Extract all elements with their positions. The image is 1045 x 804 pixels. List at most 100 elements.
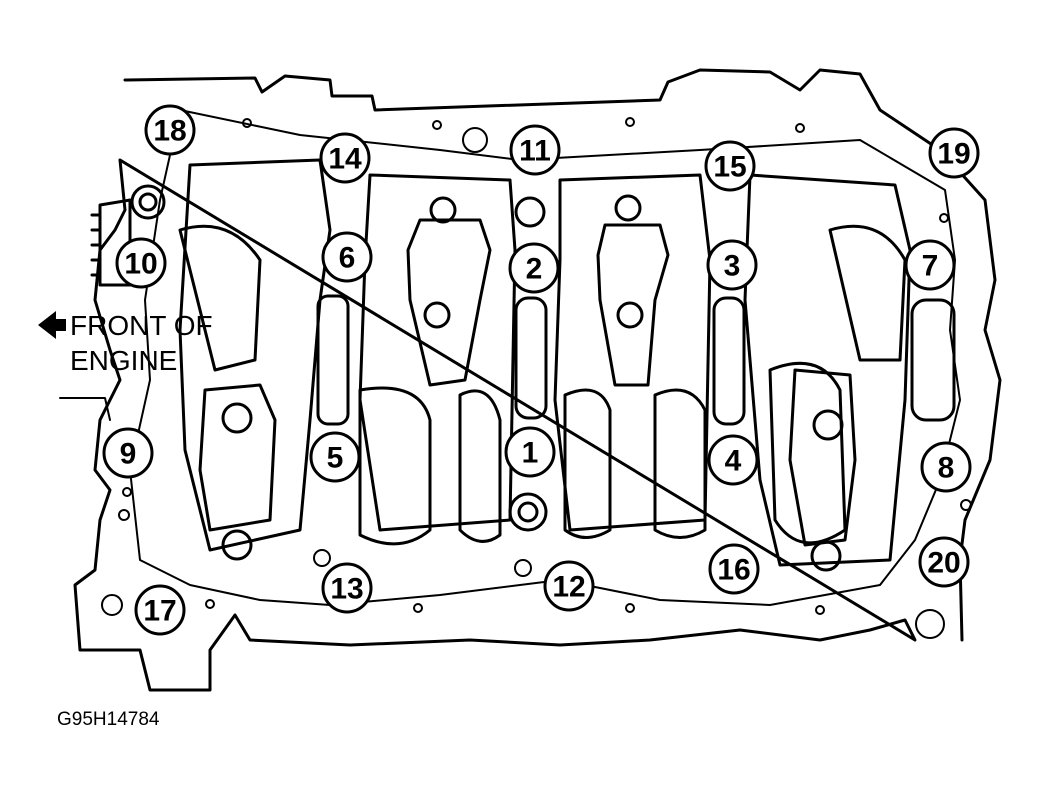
bolt-number: 7 xyxy=(922,250,939,283)
connecting-rod-3 xyxy=(198,383,277,532)
figure-id: G95H14784 xyxy=(57,709,160,730)
bolt-label-6: 6 xyxy=(321,231,373,283)
bolt-number: 6 xyxy=(339,242,356,275)
cavity-4 xyxy=(743,173,912,567)
bolt-number: 12 xyxy=(552,571,585,604)
bolt-number: 3 xyxy=(724,250,741,283)
hole xyxy=(514,559,532,577)
bolt-label-circle xyxy=(918,536,970,588)
bolt-number: 11 xyxy=(519,135,551,168)
hole xyxy=(118,509,130,521)
hole xyxy=(205,599,215,609)
bolt-label-16: 16 xyxy=(708,543,760,595)
bolt-label-circle xyxy=(321,562,373,614)
bolt-number: 17 xyxy=(143,595,176,628)
bolt-number: 13 xyxy=(330,573,363,606)
bolt-head xyxy=(130,184,166,220)
bolt-label-8: 8 xyxy=(920,441,972,493)
bolt-label-circle xyxy=(708,543,760,595)
counterweight-6 xyxy=(178,224,262,372)
block-outline xyxy=(73,68,1002,692)
bolt-head xyxy=(514,196,546,228)
bolt-label-5: 5 xyxy=(309,431,361,483)
hole xyxy=(101,594,123,616)
bolt-number: 20 xyxy=(927,547,960,580)
counterweight-3 xyxy=(563,388,612,539)
bolt-head xyxy=(221,402,253,434)
hole xyxy=(462,127,488,153)
bolt-number: 15 xyxy=(713,151,746,184)
connecting-rod-1 xyxy=(406,218,492,387)
hole xyxy=(960,499,972,511)
bolt-label-20: 20 xyxy=(918,536,970,588)
bolt-label-11: 11 xyxy=(509,124,561,176)
hole xyxy=(122,487,132,497)
bolt-head xyxy=(508,492,548,532)
bolt-label-circle xyxy=(704,140,756,192)
bolt-head xyxy=(429,196,457,224)
bolt-number: 1 xyxy=(522,437,539,470)
bolt-label-circle xyxy=(508,242,560,294)
pointer-line xyxy=(59,397,111,421)
front-label-line1: FRONT OF xyxy=(70,310,213,341)
bolt-head xyxy=(616,301,644,329)
bolt-label-14: 14 xyxy=(319,132,371,184)
front-label-line2: ENGINE xyxy=(70,345,177,376)
bolt-head xyxy=(614,194,642,222)
counterweight-2 xyxy=(458,389,502,543)
bolt-number: 18 xyxy=(153,115,186,148)
hole xyxy=(915,609,945,639)
bearing-slot-4 xyxy=(910,298,956,422)
hole xyxy=(625,603,635,613)
front-arrow-icon xyxy=(38,311,66,339)
bolt-label-circle xyxy=(319,132,371,184)
hole xyxy=(413,603,423,613)
connecting-rod-2 xyxy=(596,223,670,387)
bolt-label-circle xyxy=(706,239,758,291)
bolt-head xyxy=(138,192,158,212)
bolt-label-circle xyxy=(144,104,196,156)
bolt-head xyxy=(221,529,253,561)
bolt-label-7: 7 xyxy=(904,239,956,291)
bolt-label-17: 17 xyxy=(134,584,186,636)
bolt-head xyxy=(812,409,844,441)
hole xyxy=(432,120,442,130)
bolt-label-circle xyxy=(920,441,972,493)
bolt-number: 4 xyxy=(725,445,742,478)
bolt-label-15: 15 xyxy=(704,140,756,192)
bolt-label-circle xyxy=(509,124,561,176)
counterweight-1 xyxy=(358,386,432,546)
bolt-label-13: 13 xyxy=(321,562,373,614)
cavity-1 xyxy=(178,158,332,552)
bolt-label-10: 10 xyxy=(115,237,167,289)
bolt-label-18: 18 xyxy=(144,104,196,156)
bolt-label-1: 1 xyxy=(504,426,556,478)
hole xyxy=(313,549,331,567)
bolt-label-circle xyxy=(115,237,167,289)
connecting-rod-4 xyxy=(788,368,857,547)
bolt-number: 8 xyxy=(938,452,955,485)
hole xyxy=(242,118,252,128)
bolt-head xyxy=(810,540,842,572)
bolt-label-circle xyxy=(504,426,556,478)
bearing-slot-2 xyxy=(514,296,548,420)
cavity-3 xyxy=(553,173,712,532)
bolt-head xyxy=(517,501,539,523)
bolt-label-circle xyxy=(928,127,980,179)
counterweight-7 xyxy=(828,224,907,362)
bolt-label-circle xyxy=(321,231,373,283)
hole xyxy=(795,123,805,133)
bolt-label-2: 2 xyxy=(508,242,560,294)
bolt-label-9: 9 xyxy=(102,427,154,479)
bolt-label-4: 4 xyxy=(707,434,759,486)
bolt-label-circle xyxy=(543,560,595,612)
hole xyxy=(939,213,949,223)
bolt-number: 2 xyxy=(526,253,543,286)
bolt-number: 10 xyxy=(124,248,157,281)
bolt-label-circle xyxy=(134,584,186,636)
bolt-number: 14 xyxy=(328,143,362,176)
bolt-number: 5 xyxy=(327,442,344,475)
bolt-label-12: 12 xyxy=(543,560,595,612)
